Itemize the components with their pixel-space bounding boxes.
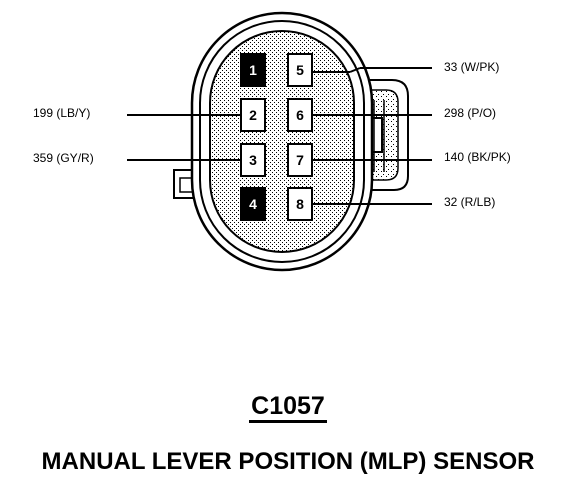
- pin-4: 4: [240, 187, 266, 221]
- wire-lines: [127, 67, 432, 205]
- wire-line-pin-5: [349, 67, 361, 73]
- wire-label: 298 (P/O): [444, 106, 496, 120]
- pin-cavity: [287, 53, 313, 87]
- pin-cavity: [240, 98, 266, 132]
- pin-cavity: [287, 98, 313, 132]
- pin-number: 6: [296, 107, 304, 123]
- connector-id-text: C1057: [249, 392, 327, 423]
- wire-label: 32 (R/LB): [444, 195, 495, 209]
- wire-label: 359 (GY/R): [33, 151, 94, 165]
- pin-6: 6: [287, 98, 313, 132]
- pin-cavity: [287, 143, 313, 177]
- pin-number: 1: [249, 62, 257, 78]
- connector-name: MANUAL LEVER POSITION (MLP) SENSOR: [41, 448, 535, 475]
- wire-label: 140 (BK/PK): [444, 150, 511, 164]
- wire-labels: 199 (LB/Y) 359 (GY/R) 33 (W/PK) 298 (P/O…: [33, 60, 511, 209]
- connector-id: C1057: [0, 392, 576, 423]
- pin-number: 8: [296, 196, 304, 212]
- pin-number: 4: [249, 196, 257, 212]
- pin-cavity: [240, 143, 266, 177]
- pin-3: 3: [240, 143, 266, 177]
- pin-8: 8: [287, 187, 313, 221]
- wire-label: 33 (W/PK): [444, 60, 499, 74]
- pin-cavity: [287, 187, 313, 221]
- pin-number: 7: [296, 152, 304, 168]
- wire-label: 199 (LB/Y): [33, 106, 90, 120]
- pin-cavity: [240, 53, 266, 87]
- pin-cavity: [240, 187, 266, 221]
- pin-1: 1: [240, 53, 266, 87]
- pin-cavities: 1 2 3 4 5 6 7 8: [240, 53, 313, 221]
- pin-2: 2: [240, 98, 266, 132]
- pin-7: 7: [287, 143, 313, 177]
- pin-number: 5: [296, 62, 304, 78]
- pin-number: 3: [249, 152, 257, 168]
- pin-number: 2: [249, 107, 257, 123]
- connector-housing: [173, 11, 409, 272]
- pin-5: 5: [287, 53, 313, 87]
